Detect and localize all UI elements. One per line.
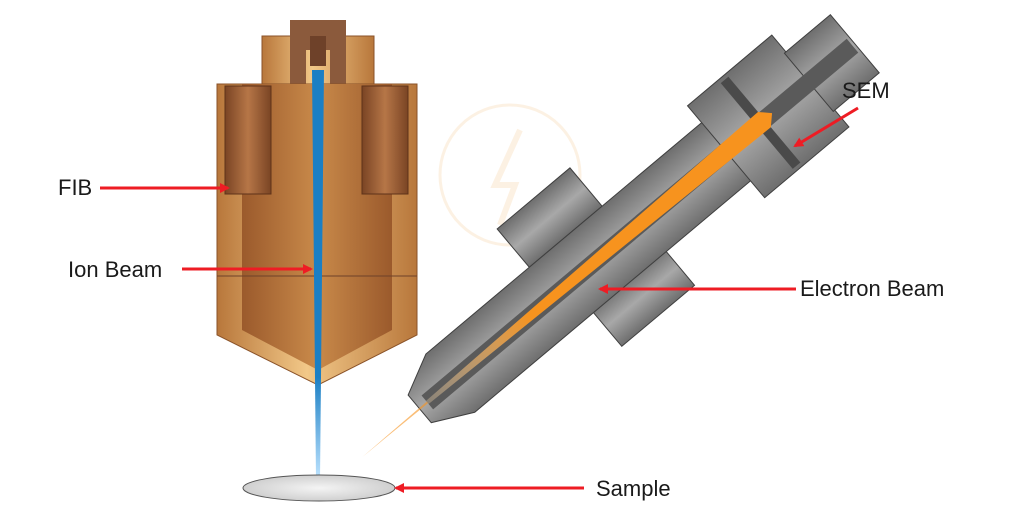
fib-column [216,20,418,480]
fib-source-holder [290,32,346,84]
ion-beam [312,70,324,480]
fib-coil-left [224,85,272,195]
label-electron-beam: Electron Beam [800,276,944,301]
label-sem: SEM [842,78,890,103]
sample-stage [242,474,396,502]
fib-source-cap [290,20,346,32]
label-ion-beam: Ion Beam [68,257,162,282]
label-fib: FIB [58,175,92,200]
arrow-sem [793,106,859,148]
electron-beam [426,111,773,404]
sem-column [362,13,880,458]
label-sample: Sample [596,476,671,501]
fib-coil-right [361,85,409,195]
